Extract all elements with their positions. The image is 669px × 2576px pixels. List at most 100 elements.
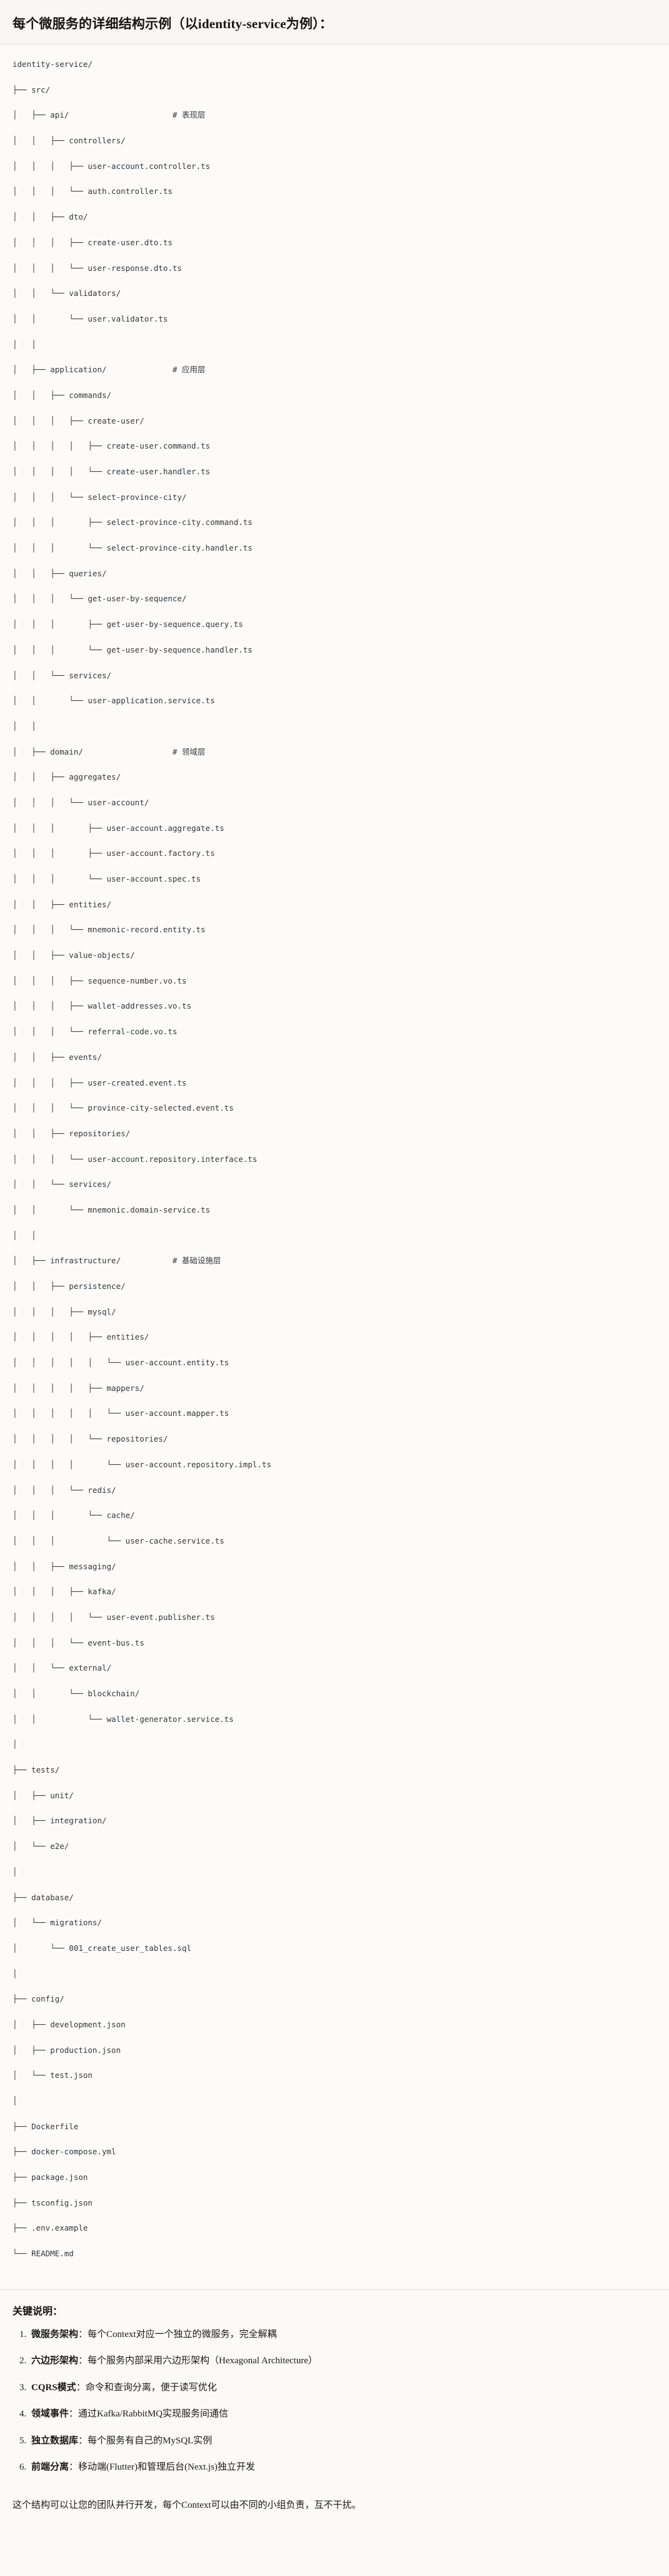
tree-line: │ │ ├── persistence/ — [13, 1281, 126, 1291]
tree-line: │ ├── unit/ — [13, 1790, 74, 1800]
key-note-text: ：每个Context对应一个独立的微服务，完全解耦 — [78, 2329, 277, 2339]
tree-path: │ ├── domain/ — [13, 746, 173, 756]
tree-line: │ │ ├── commands/ — [13, 390, 112, 400]
tree-line: │ │ │ └── event-bus.ts — [13, 1637, 144, 1647]
tree-line: │ │ └── mnemonic.domain-service.ts — [13, 1204, 211, 1214]
tree-line: │ │ │ │ ├── create-user.command.ts — [13, 441, 211, 451]
tree-line: │ — [13, 1739, 18, 1749]
tree-line: ├── .env.example — [13, 2223, 88, 2233]
key-note-item: CQRS模式：命令和查询分离，便于读写优化 — [29, 2381, 656, 2395]
tree-line: │ │ │ ├── user-created.event.ts — [13, 1077, 187, 1087]
key-note-label: 独立数据库 — [31, 2435, 79, 2446]
tree-line: │ │ │ ├── sequence-number.vo.ts — [13, 975, 187, 985]
tree-comment: # 基础设施层 — [172, 1256, 221, 1266]
tree-line: │ │ ├── value-objects/ — [13, 950, 135, 960]
tree-line: │ │ │ │ └── create-user.handler.ts — [13, 467, 211, 476]
tree-line: │ │ — [13, 339, 36, 349]
tree-line: │ │ │ │ ├── entities/ — [13, 1332, 149, 1342]
key-note-text: ：命令和查询分离，便于读写优化 — [76, 2382, 217, 2393]
tree-line: │ │ └── external/ — [13, 1663, 112, 1673]
tree-line: │ — [13, 1968, 18, 1978]
tree-line: │ └── test.json — [13, 2070, 93, 2080]
key-notes-section: 关键说明： 微服务架构：每个Context对应一个独立的微服务，完全解耦六边形架… — [0, 2290, 669, 2493]
tree-line: │ │ │ └── auth.controller.ts — [13, 186, 173, 196]
key-note-label: 六边形架构 — [31, 2356, 79, 2366]
key-note-item: 六边形架构：每个服务内部采用六边形架构（Hexagonal Architectu… — [29, 2354, 656, 2368]
tree-line: ├── database/ — [13, 1892, 74, 1902]
tree-line: │ │ — [13, 1230, 36, 1240]
key-note-item: 前端分离：移动端(Flutter)和管理后台(Next.js)独立开发 — [29, 2460, 656, 2475]
tree-line: │ ├── production.json — [13, 2045, 121, 2055]
tree-line: │ │ └── validators/ — [13, 288, 121, 298]
tree-line: │ │ │ ├── get-user-by-sequence.query.ts — [13, 619, 243, 629]
tree-line: ├── tests/ — [13, 1765, 60, 1775]
tree-path: │ ├── infrastructure/ — [13, 1256, 173, 1266]
tree-line: │ │ │ └── province-city-selected.event.t… — [13, 1103, 234, 1113]
tree-line: │ │ │ ├── mysql/ — [13, 1306, 116, 1316]
tree-line: │ │ ├── repositories/ — [13, 1128, 131, 1138]
tree-line: identity-service/ — [13, 59, 93, 69]
key-note-text: ：每个服务有自己的MySQL实例 — [78, 2435, 213, 2446]
tree-line: ├── config/ — [13, 1994, 64, 2004]
tree-line: │ │ │ └── user-response.dto.ts — [13, 263, 182, 273]
tree-line: │ │ — [13, 721, 36, 731]
tree-line: │ │ │ └── user-account.spec.ts — [13, 874, 201, 883]
tree-line: │ │ │ ├── user-account.controller.ts — [13, 161, 211, 171]
tree-line: │ — [13, 1866, 18, 1876]
tree-line: │ │ └── blockchain/ — [13, 1689, 140, 1698]
tree-line: │ │ │ │ ├── mappers/ — [13, 1383, 144, 1393]
tree-line: │ │ │ └── user-account.repository.interf… — [13, 1154, 258, 1164]
tree-line: │ ├── domain/ # 领域层 — [13, 746, 656, 758]
tree-line: │ │ │ ├── select-province-city.command.t… — [13, 517, 253, 527]
key-notes-list: 微服务架构：每个Context对应一个独立的微服务，完全解耦六边形架构：每个服务… — [13, 2328, 656, 2475]
tree-line: │ — [13, 2096, 18, 2105]
tree-line: │ │ │ │ └── repositories/ — [13, 1434, 168, 1444]
tree-line: │ │ │ └── referral-code.vo.ts — [13, 1027, 178, 1037]
key-note-label: 前端分离 — [31, 2462, 69, 2473]
tree-line: │ │ ├── entities/ — [13, 899, 112, 909]
tree-line: │ ├── development.json — [13, 2019, 126, 2029]
tree-line: ├── src/ — [13, 84, 51, 94]
tree-line: │ │ └── wallet-generator.service.ts — [13, 1714, 234, 1724]
tree-line: └── README.md — [13, 2249, 74, 2259]
tree-line: │ │ │ │ │ └── user-account.entity.ts — [13, 1358, 229, 1368]
tree-line: │ │ │ └── cache/ — [13, 1510, 135, 1520]
tree-line: │ │ │ └── redis/ — [13, 1485, 116, 1495]
tree-line: ├── tsconfig.json — [13, 2197, 93, 2207]
directory-tree: identity-service/ ├── src/ │ ├── api/ # … — [13, 58, 656, 2273]
tree-line: ├── package.json — [13, 2172, 88, 2182]
tree-line: │ │ │ ├── user-account.factory.ts — [13, 848, 215, 858]
tree-line: │ │ │ ├── kafka/ — [13, 1587, 116, 1597]
tree-line: │ │ └── user.validator.ts — [13, 313, 168, 323]
tree-comment: # 表现层 — [172, 110, 206, 120]
tree-line: │ │ │ ├── wallet-addresses.vo.ts — [13, 1001, 191, 1011]
tree-line: │ │ │ └── select-province-city/ — [13, 492, 187, 502]
tree-line: │ │ │ ├── create-user/ — [13, 415, 144, 425]
tree-line: │ │ ├── controllers/ — [13, 136, 126, 146]
tree-line: │ │ ├── aggregates/ — [13, 772, 121, 782]
tree-line: │ ├── infrastructure/ # 基础设施层 — [13, 1255, 656, 1267]
tree-line: │ │ ├── events/ — [13, 1052, 102, 1062]
tree-line: │ │ │ │ └── user-account.repository.impl… — [13, 1459, 271, 1469]
tree-line: │ │ └── user-application.service.ts — [13, 696, 215, 706]
tree-line: │ │ ├── queries/ — [13, 568, 107, 578]
tree-line: │ └── e2e/ — [13, 1841, 69, 1851]
tree-line: │ │ │ └── mnemonic-record.entity.ts — [13, 925, 206, 935]
tree-line: │ │ ├── dto/ — [13, 212, 88, 222]
tree-line: │ │ │ ├── create-user.dto.ts — [13, 237, 173, 247]
tree-comment: # 领域层 — [172, 746, 206, 756]
tree-line: │ ├── application/ # 应用层 — [13, 364, 656, 376]
key-note-item: 微服务架构：每个Context对应一个独立的微服务，完全解耦 — [29, 2328, 656, 2342]
tree-line: │ │ ├── messaging/ — [13, 1561, 116, 1571]
key-notes-heading: 关键说明： — [13, 2306, 63, 2317]
tree-line: │ │ │ │ └── user-event.publisher.ts — [13, 1612, 215, 1622]
closing-paragraph: 这个结构可以让您的团队并行开发，每个Context可以由不同的小组负责，互不干扰… — [13, 2500, 361, 2510]
tree-line: │ │ │ └── select-province-city.handler.t… — [13, 543, 253, 553]
document-header: 每个微服务的详细结构示例（以identity-service为例）： — [0, 0, 669, 44]
key-note-text: ：每个服务内部采用六边形架构（Hexagonal Architecture） — [78, 2356, 318, 2366]
tree-line: │ │ │ │ │ └── user-account.mapper.ts — [13, 1408, 229, 1418]
tree-line: ├── docker-compose.yml — [13, 2147, 116, 2157]
tree-line: │ ├── api/ # 表现层 — [13, 109, 656, 121]
tree-line: ├── Dockerfile — [13, 2121, 79, 2131]
directory-tree-block: identity-service/ ├── src/ │ ├── api/ # … — [0, 44, 669, 2290]
